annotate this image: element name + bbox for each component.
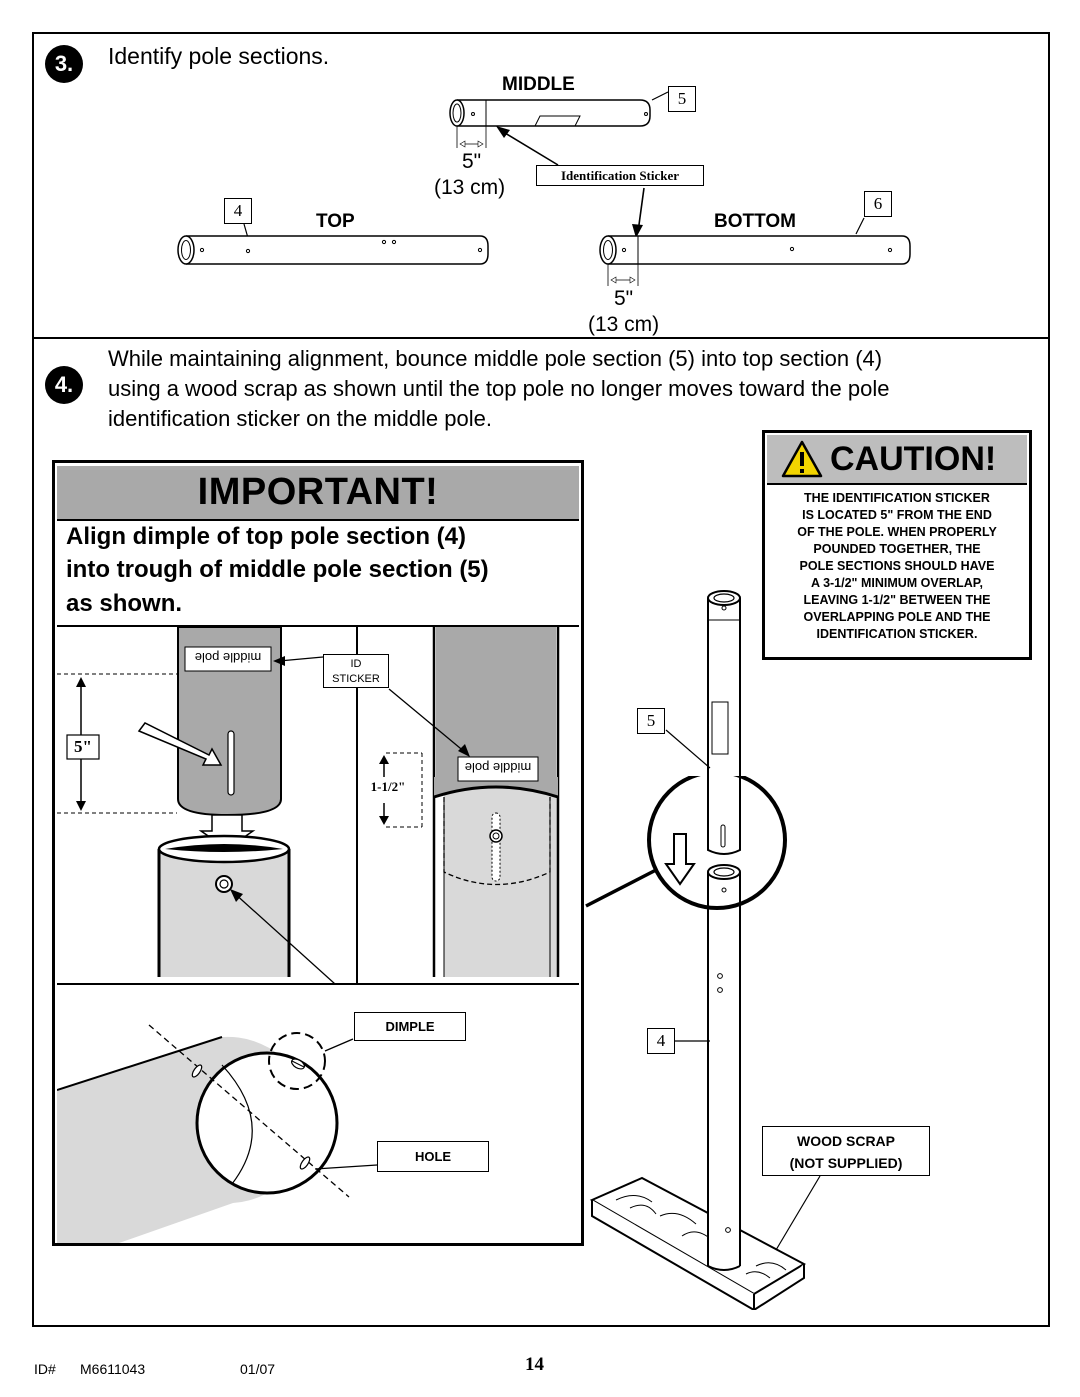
dim-overlap-label: 1-1/2" [364,779,412,795]
important-header: IMPORTANT! [57,466,579,521]
footer-id-label: ID# [34,1361,56,1377]
bottom-part-number: 6 [864,191,892,217]
identification-sticker-label: Identification Sticker [536,165,704,186]
important-title: IMPORTANT! [197,471,439,513]
part-4-leader [674,1040,710,1042]
caution-line: IS LOCATED 5" FROM THE END [802,508,992,522]
alignment-detail-left [57,627,335,983]
dimple-label: DIMPLE [354,1012,466,1041]
id-sticker-label: ID STICKER [323,654,389,688]
caution-title: CAUTION! [830,440,997,478]
wood-scrap-line2: (NOT SUPPLIED) [789,1155,903,1171]
important-divider-mid [57,983,579,985]
pole-assembly-illustration [590,590,806,1292]
middle-part-number: 5 [668,86,696,112]
caution-line: THE IDENTIFICATION STICKER [804,491,990,505]
footer-date: 01/07 [240,1361,276,1377]
step4-line1: While maintaining alignment, bounce midd… [108,346,883,371]
sticker-text-left: middle pole [194,650,262,665]
important-line2: into trough of middle pole section (5) [66,556,489,583]
caution-line: A 3-1/2" MINIMUM OVERLAP, [811,576,983,590]
wood-scrap-label: WOOD SCRAP (NOT SUPPLIED) [762,1126,930,1176]
dim-5in-label: 5" [74,737,92,756]
sticker-pointers [496,126,645,238]
dimple-hole-detail [57,1024,378,1243]
bottom-dim-cm: (13 cm) [588,313,660,336]
assembly-part-4: 4 [647,1028,675,1054]
id-sticker-line1: ID [350,658,362,670]
caution-line: POUNDED TOGETHER, THE [813,542,981,556]
caution-line: OVERLAPPING POLE AND THE [803,610,991,624]
step3-instruction: Identify pole sections. [108,43,330,69]
step4-number: 4. [45,366,83,404]
middle-pole-drawing [449,91,669,148]
important-divider-vert [356,627,358,983]
caution-line: LEAVING 1-1/2" BETWEEN THE [803,593,991,607]
top-part-number: 4 [224,198,252,224]
warning-icon [781,440,823,478]
alignment-detail-right [379,627,560,977]
important-divider-top [57,625,579,627]
hole-label: HOLE [377,1141,489,1172]
top-pole-drawing [177,223,489,265]
wood-scrap-line1: WOOD SCRAP [797,1133,895,1149]
caution-body: THE IDENTIFICATION STICKER IS LOCATED 5"… [770,490,1024,643]
wood-scrap-drawing [589,1170,807,1310]
middle-dim-cm: (13 cm) [434,176,506,199]
magnifier-detail [585,776,787,910]
middle-dim-in: 5" [462,150,482,173]
bottom-pole-drawing [599,217,911,286]
bottom-label: BOTTOM [714,211,796,232]
id-sticker-line2: STICKER [332,673,380,685]
step4-line3: identification sticker on the middle pol… [108,406,492,431]
wood-scrap-leader [775,1175,821,1251]
top-label: TOP [316,211,355,232]
important-line3: as shown. [66,590,183,617]
part-5-leader [665,729,711,769]
footer-id-value: M6611043 [80,1361,146,1377]
step3-number: 3. [45,45,83,83]
sticker-text-right: middle pole [464,760,532,775]
caution-line: POLE SECTIONS SHOULD HAVE [799,559,995,573]
page-number: 14 [525,1354,544,1375]
caution-line: IDENTIFICATION STICKER. [816,627,978,641]
step4-line2: using a wood scrap as shown until the to… [108,376,890,401]
caution-line: OF THE POLE. WHEN PROPERLY [797,525,997,539]
assembly-part-5: 5 [637,708,665,734]
step4-panel [32,337,1050,1327]
bottom-dim-in: 5" [614,287,634,310]
important-line1: Align dimple of top pole section (4) [66,523,466,550]
middle-label: MIDDLE [502,74,575,95]
